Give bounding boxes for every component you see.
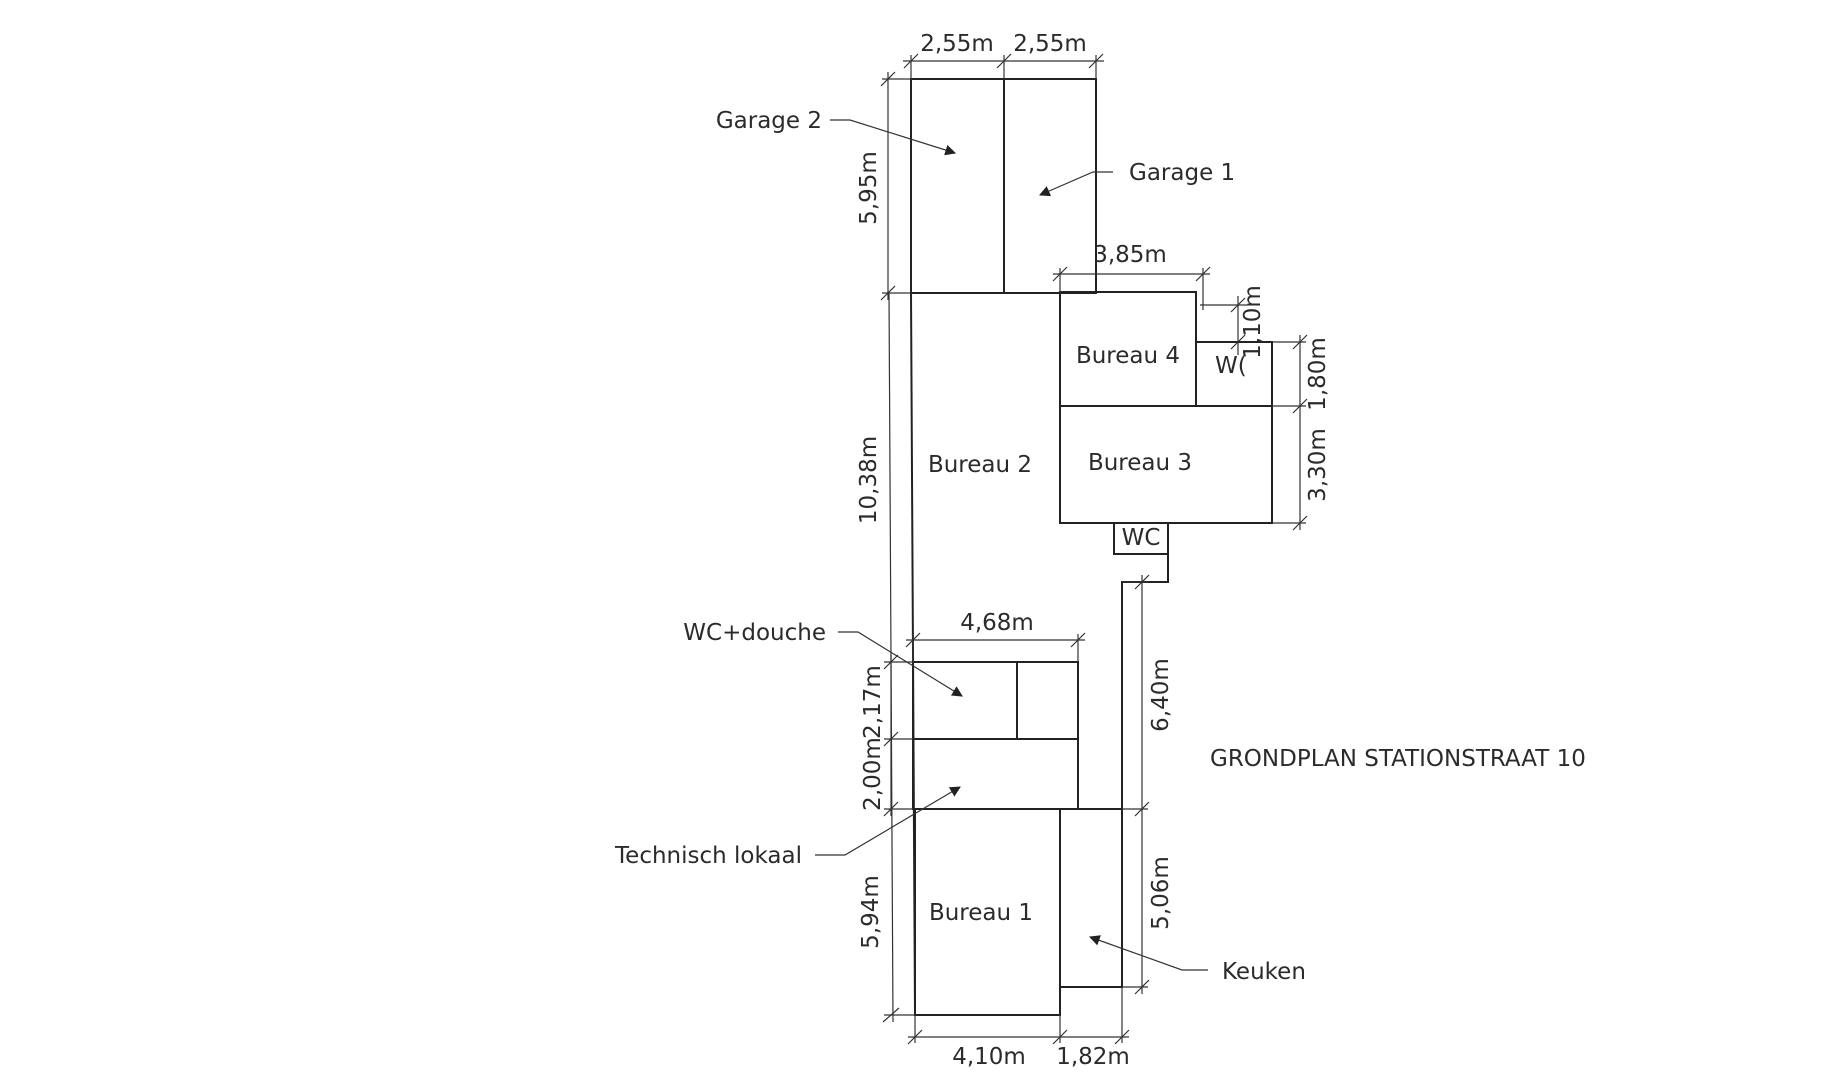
walls — [910, 78, 1273, 1016]
room-label-wc-lower: WC — [1122, 525, 1161, 551]
wc-douche-outline — [912, 661, 1079, 740]
dim-label-bureau-1-depth: 5,94m — [858, 875, 884, 949]
keuken-outline — [1059, 808, 1123, 988]
garage-1-outline — [1003, 78, 1097, 294]
dim-label-technisch-depth: 2,00m — [860, 737, 886, 811]
dim-label-bureau-3-depth: 3,30m — [1305, 428, 1331, 502]
dim-label-bureau-2-depth: 10,38m — [856, 436, 882, 524]
room-label-bureau-3: Bureau 3 — [1088, 450, 1192, 476]
dim-label-garage-1-width: 2,55m — [1013, 31, 1087, 57]
callout-label-garage-1: Garage 1 — [1129, 160, 1235, 186]
dim-label-keuken-depth: 5,06m — [1148, 856, 1174, 930]
wc-lower-outline — [1113, 522, 1169, 555]
room-label-bureau-1: Bureau 1 — [929, 900, 1033, 926]
dim-label-wc-depth: 1,10m — [1240, 285, 1266, 359]
dim-label-corridor-depth: 6,40m — [1148, 658, 1174, 732]
technisch-lokaal-leader — [815, 786, 961, 856]
dim-label-wc-douche-depth: 2,17m — [860, 665, 886, 739]
dim-label-garage-depth: 5,95m — [856, 151, 882, 225]
callout-label-keuken: Keuken — [1222, 959, 1306, 985]
dimension-lines — [880, 53, 1308, 1045]
dim-label-bureau-1-width: 4,10m — [952, 1044, 1026, 1070]
callout-label-technisch-lokaal: Technisch lokaal — [614, 843, 802, 869]
room-labels: Bureau 4 W( Bureau 2 Bureau 3 WC Bureau … — [928, 343, 1247, 926]
callout-label-garage-2: Garage 2 — [716, 108, 822, 134]
keuken-leader — [1088, 935, 1208, 971]
room-label-bureau-2: Bureau 2 — [928, 452, 1032, 478]
plan-title: GRONDPLAN STATIONSTRAAT 10 — [1210, 746, 1586, 772]
room-label-bureau-4: Bureau 4 — [1076, 343, 1180, 369]
callout-leaders — [815, 119, 1208, 971]
callout-label-wc-douche: WC+douche — [683, 620, 826, 646]
callout-labels: Garage 2 Garage 1 WC+douche Technisch lo… — [614, 108, 1306, 985]
room-label-wc-small: W( — [1215, 353, 1247, 379]
dim-label-wc-douche-width: 4,68m — [960, 610, 1034, 636]
garage-2-leader — [830, 119, 957, 156]
garage-2-outline — [910, 78, 1005, 294]
dim-label-keuken-width: 1,82m — [1056, 1044, 1130, 1070]
wc-douche-leader — [838, 631, 963, 697]
dimension-labels: 2,55m 2,55m 3,85m 4,68m 4,10m 1,82m 5,95… — [856, 31, 1331, 1070]
garage-1-leader — [1039, 171, 1113, 197]
dim-label-garage-2-width: 2,55m — [920, 31, 994, 57]
technisch-lokaal-outline — [912, 738, 1079, 810]
dim-label-bureau-4-width: 3,85m — [1093, 242, 1167, 268]
dim-label-bureau-4-depth: 1,80m — [1305, 337, 1331, 411]
